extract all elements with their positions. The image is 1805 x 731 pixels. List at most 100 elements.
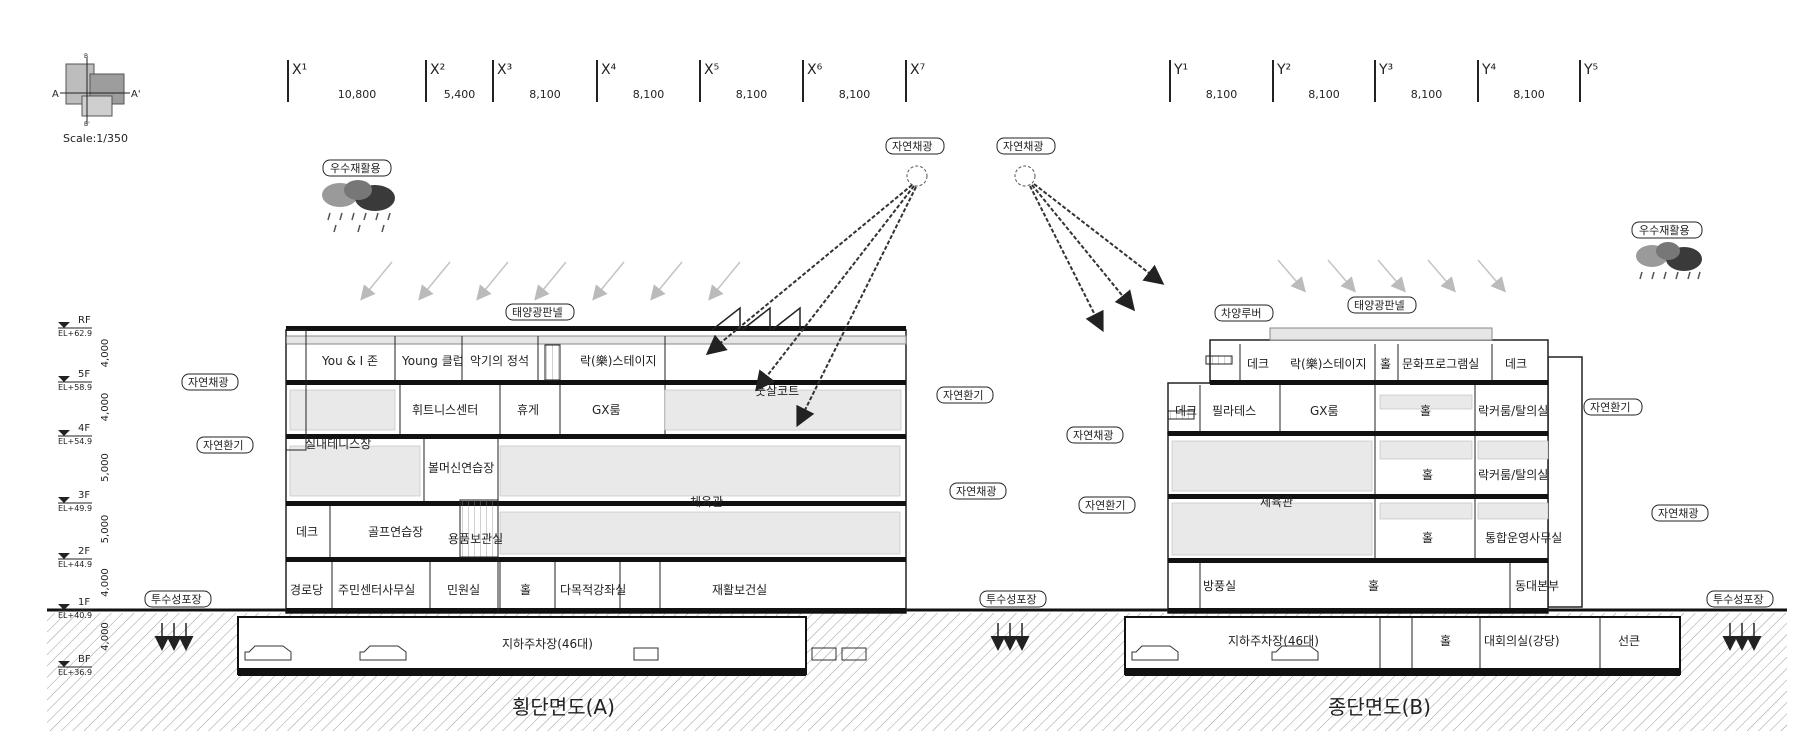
axis-label-y: Y²	[1276, 62, 1291, 78]
room-hall-a: 홀	[520, 583, 531, 597]
svg-text:자연환기: 자연환기	[1590, 401, 1630, 414]
axis-label-x: X³	[497, 62, 512, 78]
section-b-title: 종단면도(B)	[1328, 695, 1431, 719]
room-gx-b: GX룸	[1310, 404, 1339, 418]
room-deck3-b: 데크	[1175, 404, 1197, 418]
level-name: 5F	[78, 369, 90, 380]
level-elevation: EL+49.9	[58, 504, 92, 513]
axis-dim-x: 8,100	[529, 88, 561, 101]
room-gx: GX룸	[592, 403, 621, 417]
level-marker-icon	[58, 322, 70, 328]
svg-text:자연채광: 자연채광	[1003, 140, 1043, 153]
axis-label-x: X¹	[292, 62, 307, 78]
tag-vent-left-a: 자연환기	[196, 436, 254, 454]
tag-paving-right-b: 투수성포장	[1706, 590, 1774, 608]
key-a2: A'	[131, 89, 141, 100]
axis-label-x: X⁴	[601, 62, 617, 78]
room-hall3-b: 홀	[1422, 468, 1433, 482]
room-you-zone: You & I 존	[321, 354, 378, 368]
level-marker-icon	[58, 376, 70, 382]
axis-dim-x: 8,100	[633, 88, 665, 101]
section-a-title: 횡단면도(A)	[512, 695, 615, 719]
room-pilates-b: 필라테스	[1212, 404, 1256, 418]
floor-height: 4,000	[100, 393, 111, 422]
level-name: 1F	[78, 597, 90, 608]
room-lounge: 휴게	[517, 403, 539, 417]
axis-dim-x: 8,100	[736, 88, 768, 101]
room-meeting-b: 대회의실(강당)	[1484, 634, 1560, 648]
room-multi-class: 다목적강좌실	[560, 583, 626, 597]
svg-text:태양광판넬: 태양광판넬	[1354, 299, 1405, 312]
section-b: 데크 락(樂)스테이지 홀 문화프로그램실 데크 데크 필라테스 GX룸 홀 락…	[885, 137, 1774, 719]
room-resident: 주민센터사무실	[338, 583, 415, 597]
svg-text:자연채광: 자연채광	[892, 140, 932, 153]
tag-daylight-right-a: 자연채광	[949, 482, 1007, 500]
svg-text:태양광판넬: 태양광판넬	[512, 306, 563, 319]
room-rak-stage: 락(樂)스테이지	[580, 353, 657, 368]
level-name: 3F	[78, 490, 90, 501]
room-culture-b: 문화프로그램실	[1402, 357, 1479, 371]
level-elevation: EL+36.9	[58, 668, 92, 677]
svg-text:우수재활용: 우수재활용	[1639, 223, 1690, 237]
level-marker-icon	[58, 661, 70, 667]
level-elevation: EL+58.9	[58, 383, 92, 392]
level-marker-icon	[58, 553, 70, 559]
rain-arrows-b	[1277, 259, 1506, 293]
svg-text:자연채광: 자연채광	[188, 376, 228, 389]
room-hall4-b: 홀	[1420, 404, 1431, 418]
daylight-arrows-a	[705, 184, 917, 428]
sun-icon	[906, 165, 928, 187]
svg-text:차양루버: 차양루버	[1221, 307, 1261, 320]
tag-daylight-left-a: 자연채광	[181, 373, 239, 391]
level-marker-icon	[58, 430, 70, 436]
axis-dim-y: 8,100	[1206, 88, 1238, 101]
tag-daylight-top-left-b: 자연채광	[885, 137, 945, 155]
floor-height: 4,000	[100, 568, 111, 597]
room-gym-a: 체육관	[690, 495, 723, 509]
car-icons	[244, 645, 867, 661]
tag-paving-left-b: 투수성포장	[979, 590, 1047, 608]
svg-text:자연환기: 자연환기	[203, 439, 243, 452]
room-golf: 골프연습장	[368, 525, 423, 539]
room-ops-b: 통합운영사무실	[1485, 531, 1562, 545]
room-hall2-b: 홀	[1422, 531, 1433, 545]
svg-text:자연채광: 자연채광	[956, 485, 996, 498]
daylight-arrows-b	[1029, 183, 1165, 333]
key-b2: B'	[84, 121, 90, 128]
axis-label-x: X⁶	[807, 62, 823, 78]
room-booth-b: 선큰	[1618, 634, 1640, 648]
axis-label-y: Y¹	[1173, 62, 1188, 78]
room-locker4-b: 락커룸/탈의실	[1478, 404, 1548, 418]
level-name: BF	[78, 654, 91, 665]
level-elevation: EL+54.9	[58, 437, 92, 446]
axis-dim-x: 10,800	[338, 88, 377, 101]
svg-text:우수재활용: 우수재활용	[330, 161, 381, 175]
level-name: 2F	[78, 546, 90, 557]
tag-daylight-right-b: 자연채광	[1651, 504, 1709, 522]
car-icons-b	[1131, 645, 1319, 661]
room-broadcast-b: 방풍실	[1203, 579, 1236, 593]
svg-text:투수성포장: 투수성포장	[1713, 593, 1764, 606]
room-fitness: 휘트니스센터	[412, 403, 478, 417]
level-name: 4F	[78, 423, 90, 434]
room-locker3-b: 락커룸/탈의실	[1478, 468, 1548, 482]
room-deck1-b: 데크	[1247, 357, 1269, 371]
room-deck-a: 데크	[296, 525, 318, 539]
room-gym-b: 체육관	[1260, 495, 1293, 509]
svg-text:자연환기: 자연환기	[1085, 499, 1125, 512]
room-music: 악기의 정석	[470, 354, 529, 368]
rain-cloud-icon	[1636, 242, 1702, 280]
floor-height: 4,000	[100, 622, 111, 651]
room-civil: 민원실	[447, 583, 480, 597]
room-deck2-b: 데크	[1505, 357, 1527, 371]
axis-dim-x: 5,400	[444, 88, 476, 101]
svg-text:투수성포장: 투수성포장	[986, 593, 1037, 606]
tag-solar-a: 태양광판넬	[505, 303, 575, 321]
tag-vent-right-a: 자연환기	[936, 386, 994, 404]
level-marker-icon	[58, 497, 70, 503]
rain-cloud-icon	[322, 180, 395, 233]
tag-daylight-top-right-b: 자연채광	[996, 137, 1056, 155]
